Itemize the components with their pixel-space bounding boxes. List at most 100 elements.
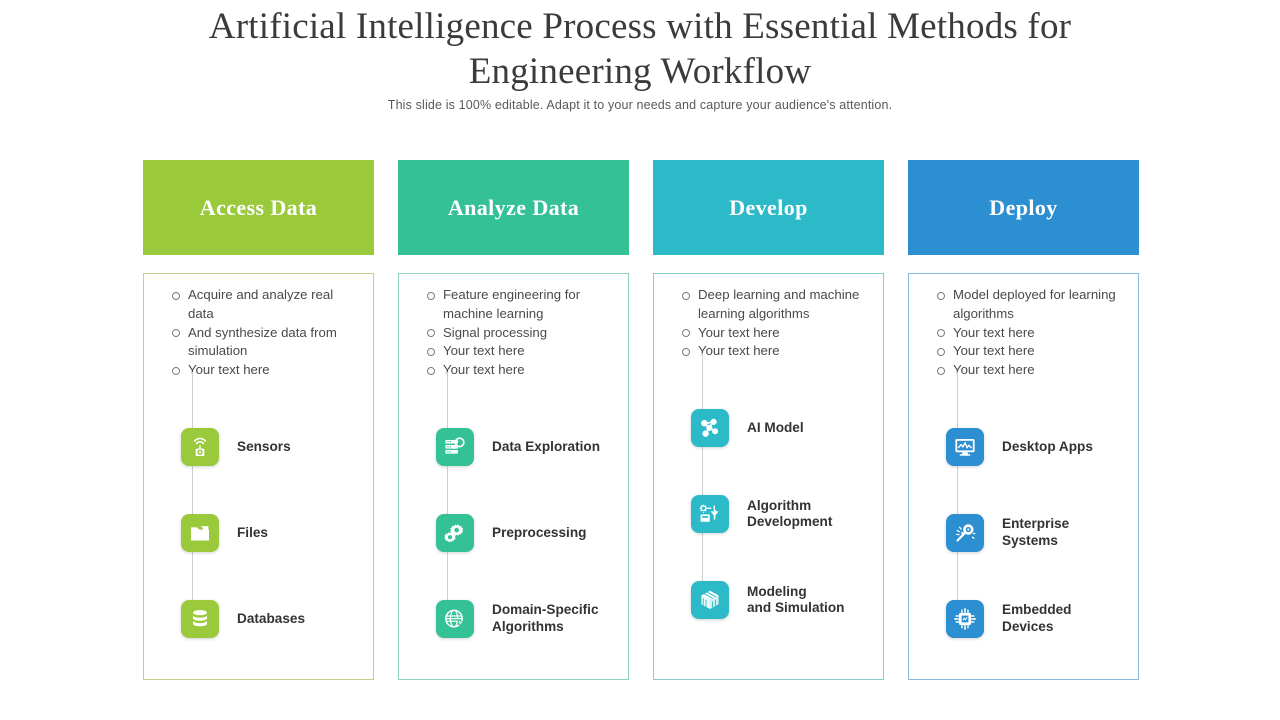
icon-item[interactable]: Desktop Apps (927, 404, 1128, 490)
bullet-item: Your text here (172, 361, 359, 380)
bullet-item: Your text here (682, 342, 869, 361)
connector-line (192, 371, 193, 632)
icon-item[interactable]: Enterprise Systems (927, 490, 1128, 576)
connector-line (957, 371, 958, 632)
algorithm-icon[interactable] (691, 495, 729, 534)
icon-item[interactable]: Sensors (162, 404, 363, 490)
cube-icon[interactable] (691, 581, 729, 620)
bullet-item: Model deployed for learning algorithms (937, 286, 1124, 324)
bullet-marker-icon (427, 329, 435, 338)
icon-item-label: Files (237, 524, 268, 540)
column-header-deploy[interactable]: Deploy (908, 160, 1139, 255)
icon-item[interactable]: Domain-Specific Algorithms (417, 576, 618, 662)
bullet-list: Deep learning and machine learning algor… (664, 286, 873, 361)
server-search-icon[interactable] (436, 427, 474, 466)
bullet-item: And synthesize data from simulation (172, 324, 359, 362)
sensor-icon[interactable] (181, 427, 219, 466)
bullet-text: Your text here (698, 343, 780, 359)
icon-item-label: AI Model (747, 419, 804, 435)
column-body: Deep learning and machine learning algor… (653, 273, 884, 680)
bullet-text: Deep learning and machine learning algor… (698, 287, 860, 321)
bullet-item: Your text here (937, 361, 1124, 380)
bullet-marker-icon (427, 291, 435, 300)
icon-item-list: Desktop Apps Enterprise Systems Embedded… (919, 371, 1128, 662)
bullet-marker-icon (427, 366, 435, 375)
bullet-text: Model deployed for learning algorithms (953, 287, 1116, 321)
slide-header: Artificial Intelligence Process with Ess… (0, 0, 1280, 112)
bullet-marker-icon (682, 291, 690, 300)
icon-item[interactable]: Embedded Devices (927, 576, 1128, 662)
icon-item[interactable]: AI Model (672, 385, 873, 471)
bullet-marker-icon (682, 329, 690, 338)
column-header-access-data[interactable]: Access Data (143, 160, 374, 255)
bullet-marker-icon (172, 329, 180, 338)
bullet-item: Your text here (427, 361, 614, 380)
icon-item-label: Enterprise Systems (1002, 516, 1070, 548)
page-subtitle: This slide is 100% editable. Adapt it to… (387, 98, 893, 112)
bullet-text: Your text here (953, 362, 1035, 378)
bullet-marker-icon (937, 347, 945, 356)
bullet-marker-icon (172, 291, 180, 300)
bullet-text: Your text here (698, 324, 780, 340)
bullet-marker-icon (937, 366, 945, 375)
icon-item[interactable]: Algorithm Development (672, 471, 873, 557)
monitor-chart-icon[interactable] (946, 427, 984, 466)
icon-item[interactable]: Preprocessing (417, 490, 618, 576)
bullet-item: Your text here (427, 342, 614, 361)
icon-item-label: Domain-Specific Algorithms (492, 602, 599, 634)
icon-item-label: Databases (237, 610, 306, 626)
satellite-icon[interactable] (946, 513, 984, 552)
icon-item[interactable]: Databases (162, 576, 363, 662)
icon-item-label: Sensors (237, 438, 291, 454)
page-title: Artificial Intelligence Process with Ess… (208, 6, 1072, 92)
bullet-item: Acquire and analyze real data (172, 286, 359, 324)
column-header-develop[interactable]: Develop (653, 160, 884, 255)
bullet-text: Acquire and analyze real data (188, 287, 334, 321)
connector-line (447, 371, 448, 632)
bullet-text: Signal processing (443, 324, 548, 340)
icon-item-label: Embedded Devices (1002, 602, 1072, 634)
globe-cursor-icon[interactable] (436, 599, 474, 638)
bullet-item: Your text here (937, 342, 1124, 361)
database-icon[interactable] (181, 599, 219, 638)
bullet-marker-icon (172, 366, 180, 375)
icon-item[interactable]: Files (162, 490, 363, 576)
column-header-analyze-data[interactable]: Analyze Data (398, 160, 629, 255)
connector-line (702, 353, 703, 614)
bullet-marker-icon (682, 347, 690, 356)
bullet-item: Feature engineering for machine learning (427, 286, 614, 324)
bullet-text: And synthesize data from simulation (188, 324, 337, 359)
bullet-text: Your text here (443, 343, 525, 359)
folder-icon[interactable] (181, 513, 219, 552)
icon-item-list: Data Exploration Preprocessing Domain-Sp… (409, 371, 618, 662)
icon-item[interactable]: Data Exploration (417, 404, 618, 490)
cpu-chip-icon[interactable] (946, 599, 984, 638)
column-body: Feature engineering for machine learning… (398, 273, 629, 680)
icon-item-label: Algorithm Development (747, 497, 833, 530)
bullet-marker-icon (427, 347, 435, 356)
bullet-text: Your text here (953, 324, 1035, 340)
neural-network-icon[interactable] (691, 409, 729, 448)
bullet-text: Your text here (953, 343, 1035, 359)
gears-icon[interactable] (436, 513, 474, 552)
bullet-list: Feature engineering for machine learning… (409, 286, 618, 380)
icon-item-label: Data Exploration (492, 438, 601, 454)
bullet-item: Your text here (682, 324, 869, 343)
icon-item-list: Sensors Files Databases (154, 371, 363, 662)
bullet-item: Your text here (937, 324, 1124, 343)
bullet-marker-icon (937, 329, 945, 338)
icon-item-label: Modeling and Simulation (747, 583, 845, 616)
bullet-text: Your text here (188, 362, 270, 378)
bullet-text: Your text here (443, 362, 525, 378)
icon-item[interactable]: Modeling and Simulation (672, 557, 873, 643)
icon-item-label: Preprocessing (492, 524, 587, 540)
bullet-marker-icon (937, 291, 945, 300)
